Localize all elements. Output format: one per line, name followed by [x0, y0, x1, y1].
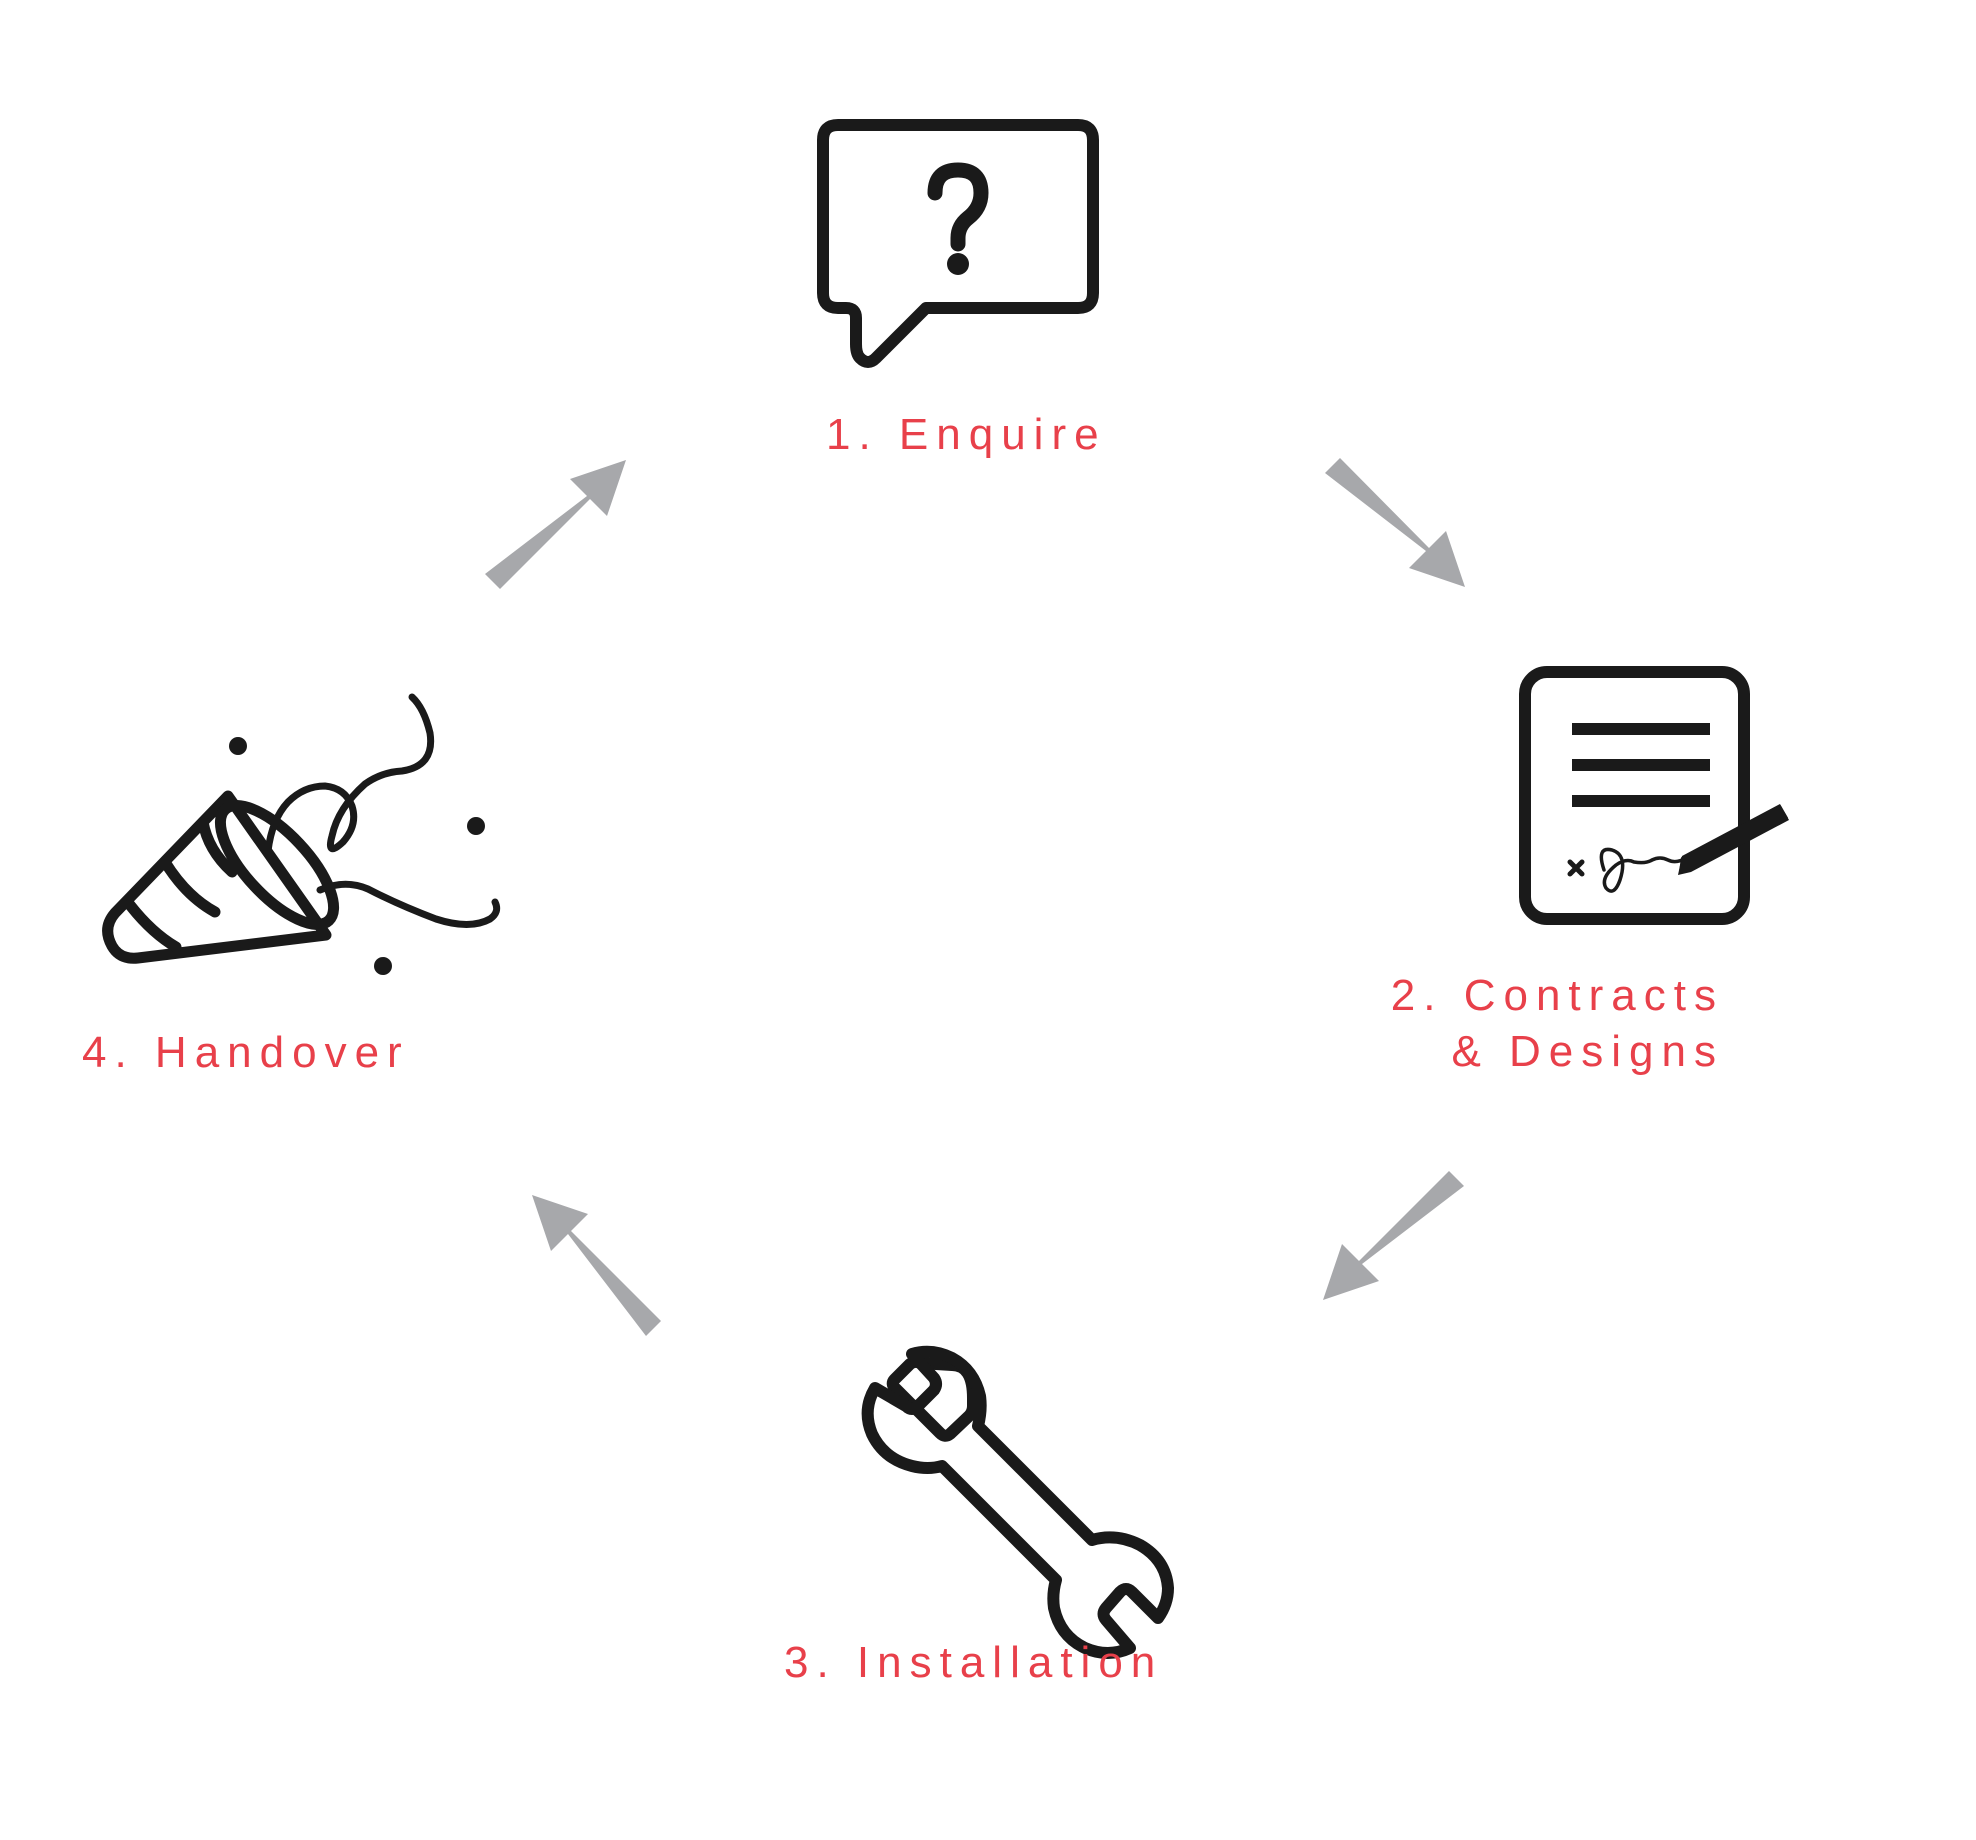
- step-label-contracts-designs: 2. Contracts & Designs: [1391, 968, 1724, 1080]
- signed-document-icon: [1519, 666, 1789, 925]
- step-label-enquire: 1. Enquire: [826, 407, 1107, 463]
- arrow-installation-to-handover: [532, 1195, 661, 1336]
- step-label-handover: 4. Handover: [82, 1025, 410, 1081]
- step-label-line: 2. Contracts: [1390, 971, 1724, 1020]
- arrow-contracts-to-installation: [1323, 1171, 1464, 1300]
- party-popper-icon: [102, 693, 501, 975]
- step-label-line: 4. Handover: [82, 1028, 410, 1077]
- arrow-enquire-to-contracts: [1325, 458, 1465, 587]
- step-label-line: 1. Enquire: [826, 410, 1107, 459]
- step-label-installation: 3. Installation: [784, 1635, 1163, 1691]
- arrow-handover-to-enquire: [485, 460, 626, 589]
- step-label-line: & Designs: [1451, 1027, 1724, 1076]
- step-label-line: 3. Installation: [784, 1638, 1164, 1687]
- wrench-icon: [861, 1345, 1174, 1659]
- question-speech-bubble-icon: [817, 119, 1099, 368]
